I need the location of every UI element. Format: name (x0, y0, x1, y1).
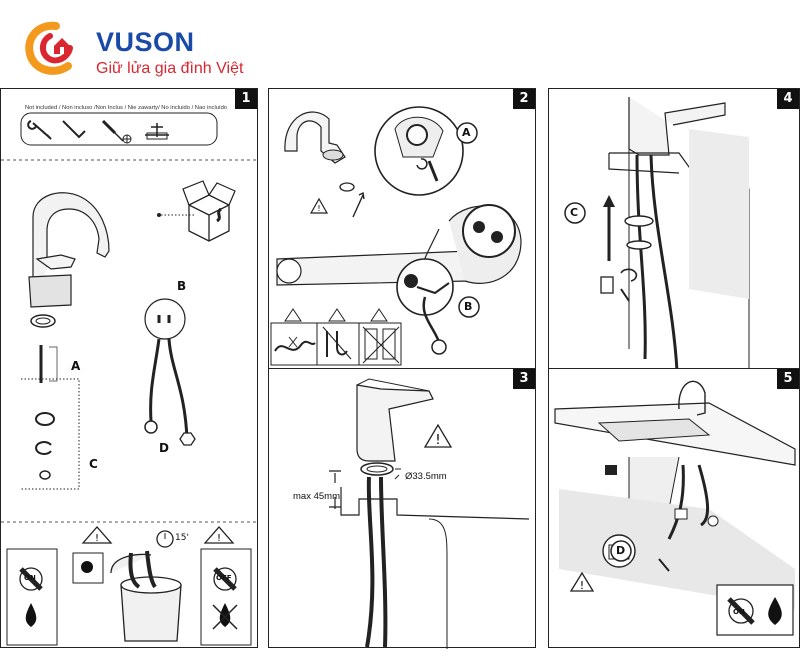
panel-4: 4 C (548, 88, 800, 372)
timer-value: 15' (175, 533, 189, 543)
panel-number: 4 (777, 89, 799, 109)
on-label: ON (24, 574, 36, 582)
fixing-nut-icon (39, 470, 51, 480)
callout-a-label: A (462, 126, 471, 139)
open-valve-box (716, 584, 794, 636)
label-c: C (89, 457, 98, 471)
packaging-box-icon (182, 180, 236, 242)
no-water-drop-icon (212, 603, 238, 630)
fixing-drawing (600, 97, 750, 372)
label-d: D (159, 441, 169, 455)
aerator-ring-icon (339, 182, 355, 192)
warning-triangle-icon: ! (423, 423, 453, 448)
label-b: B (177, 279, 187, 293)
label-c: C (570, 206, 579, 219)
logo-mark-icon (25, 21, 73, 75)
warning-triangle-icon: ! (81, 526, 113, 544)
panel-number: 5 (777, 369, 799, 389)
flexible-hoses-b (144, 298, 189, 440)
panel-number: 1 (235, 89, 257, 109)
tools-not-included (20, 112, 218, 146)
max-depth-label: max 45mm (293, 491, 340, 502)
svg-text:!: ! (580, 579, 584, 592)
hose-connection-icon (362, 326, 400, 364)
insert-arrow-icon (352, 191, 365, 218)
panel-2: 2 ! A B (268, 88, 536, 370)
not-included-note: Not included / Non incluso /Non Inclus /… (25, 105, 228, 111)
panel-number: 2 (513, 89, 535, 109)
warning-triangle-icon: ! (569, 571, 595, 592)
spout-detail (284, 111, 346, 164)
diameter-label: Ø33.5mm (405, 471, 447, 482)
washer-icon (35, 412, 55, 426)
water-drop-icon (25, 603, 37, 627)
horseshoe-washer-icon (35, 441, 52, 455)
wrench-icon (27, 120, 52, 140)
warning-triangle-icon: ! (309, 197, 329, 214)
screwdriver-icon (101, 119, 132, 144)
o-ring-icon (30, 314, 56, 328)
brand-name: VUSON (96, 27, 195, 57)
stopwatch-icon (156, 530, 174, 548)
label-d-badge (610, 540, 632, 562)
fixing-bracket-c (21, 378, 80, 490)
callout-a (374, 106, 464, 196)
panel-number: 3 (513, 369, 535, 389)
brand-tagline: Giữ lửa gia đình Việt (96, 60, 244, 77)
label-a: A (71, 359, 81, 373)
faucet-illustration (28, 192, 110, 308)
svg-text:!: ! (317, 204, 320, 213)
on-label: ON (733, 608, 745, 616)
panel-1: 1 Not included / Non incluso /Non Inclus… (0, 88, 259, 648)
sink-installation-drawing (554, 380, 796, 609)
warning-triangle-icon (284, 308, 302, 322)
label-c-badge (564, 202, 586, 224)
label-d: D (616, 544, 626, 557)
warning-triangle-icon (328, 308, 346, 322)
callout-b-label: B (464, 300, 473, 313)
valve-on-icon (19, 567, 43, 591)
hex-nut-icon (179, 432, 196, 446)
warning-triangle-icon (370, 308, 388, 322)
hose-adapter-icon (72, 552, 104, 584)
warning-triangle-icon: ! (203, 526, 235, 544)
hose-kink-icon (274, 336, 316, 352)
svg-text:!: ! (435, 433, 440, 448)
off-label: OFF (216, 574, 232, 582)
tap-installation-drawing (329, 378, 530, 649)
divider-line (1, 159, 259, 161)
panel-5: 5 D ! ON (548, 368, 800, 648)
dotted-leader (157, 213, 195, 217)
callout-b (396, 258, 454, 355)
svg-text:!: ! (95, 533, 99, 544)
valve-off-icon (213, 567, 237, 591)
callout-a-badge (456, 122, 478, 144)
divider-line (1, 521, 259, 523)
timer-number: 15 (175, 533, 187, 543)
panel-3: 3 ! Ø33.5mm max 45mm (268, 368, 536, 649)
hose-warnings (270, 308, 402, 366)
hose-bend-icon (322, 326, 352, 360)
allen-key-icon (62, 120, 86, 139)
hole-symbol-icon (145, 123, 169, 140)
svg-text:!: ! (217, 533, 221, 544)
timer-unit: ' (186, 533, 189, 543)
flush-instructions: ! ! (6, 526, 252, 646)
callout-b-badge (458, 296, 480, 318)
rod-a-icon (39, 345, 58, 383)
bucket-icon (110, 550, 182, 642)
